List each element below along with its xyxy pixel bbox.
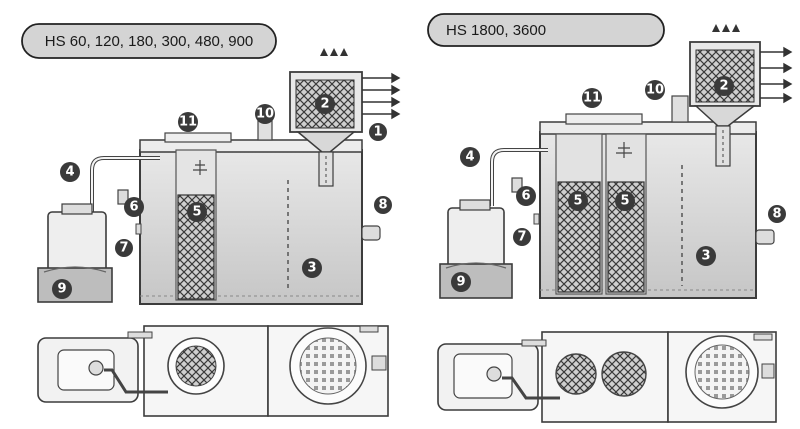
svg-text:10: 10 (256, 107, 274, 122)
svg-text:5: 5 (620, 194, 629, 209)
svg-text:6: 6 (521, 189, 530, 204)
svg-text:11: 11 (179, 115, 197, 130)
lid-right (565, 113, 643, 125)
callout-6-left: 6 (124, 197, 144, 217)
svg-text:4: 4 (65, 165, 74, 180)
valve-left (117, 189, 129, 205)
hopper-right (689, 41, 761, 167)
model-label-left-text: HS 60, 120, 180, 300, 480, 900 (45, 33, 254, 50)
callout-8-right: 8 (768, 205, 786, 223)
svg-text:3: 3 (307, 261, 316, 276)
plan-view-left (37, 325, 389, 417)
outlet-pipe-right (755, 229, 775, 245)
spray-nozzle-left (193, 160, 207, 175)
right-diagram: HS 1800, 3600 (427, 13, 793, 423)
inlet-arrows-left (362, 72, 401, 120)
left-diagram: HS 60, 120, 180, 300, 480, 900 (21, 23, 401, 417)
callout-7-left: 7 (115, 239, 133, 257)
vent-arrows-left (320, 48, 348, 56)
svg-text:8: 8 (378, 198, 387, 213)
model-label-left: HS 60, 120, 180, 300, 480, 900 (21, 23, 277, 59)
tap-right (533, 213, 540, 225)
callout-3-right: 3 (696, 246, 716, 266)
svg-text:7: 7 (119, 241, 128, 256)
callout-3-left: 3 (302, 258, 322, 278)
inlet-arrows-right (760, 46, 793, 104)
svg-text:9: 9 (57, 282, 66, 297)
callout-10-right: 10 (645, 80, 665, 100)
lid-left (164, 132, 232, 143)
callout-5-right-b: 5 (615, 191, 635, 211)
callout-8-left: 8 (374, 196, 392, 214)
svg-text:5: 5 (192, 205, 201, 220)
callout-9-left: 9 (52, 279, 72, 299)
plan-view-right (437, 331, 777, 423)
svg-text:11: 11 (583, 91, 601, 106)
callout-10-left: 10 (255, 104, 275, 124)
callout-1-left: 1 (369, 123, 387, 141)
callout-5-right-a: 5 (568, 191, 588, 211)
hopper-left (289, 71, 363, 187)
filter-media-left (177, 194, 215, 300)
feed-pipe-right-inner (491, 149, 548, 206)
outlet-pipe-left (361, 225, 381, 241)
svg-text:1: 1 (373, 125, 382, 140)
svg-text:4: 4 (465, 150, 474, 165)
callout-5-left: 5 (187, 202, 207, 222)
callout-9-right: 9 (451, 272, 471, 292)
svg-text:2: 2 (320, 97, 329, 112)
svg-text:7: 7 (517, 230, 526, 245)
svg-text:8: 8 (772, 207, 781, 222)
tap-left (135, 223, 142, 235)
callout-11-left: 11 (178, 112, 198, 132)
svg-text:3: 3 (701, 249, 710, 264)
canister-right (439, 199, 513, 299)
feed-pipe-left-inner (91, 157, 160, 212)
model-label-right: HS 1800, 3600 (427, 13, 665, 47)
pump-right (671, 95, 689, 123)
spray-nozzle-right (616, 142, 632, 158)
callout-2-right: 2 (714, 76, 734, 96)
svg-text:5: 5 (573, 194, 582, 209)
callout-2-left: 2 (315, 94, 335, 114)
callout-7-right: 7 (513, 228, 531, 246)
canister-left (37, 203, 113, 303)
svg-text:10: 10 (646, 83, 664, 98)
model-label-right-text: HS 1800, 3600 (446, 22, 546, 39)
callout-11-right: 11 (582, 88, 602, 108)
svg-text:6: 6 (129, 200, 138, 215)
svg-text:9: 9 (456, 275, 465, 290)
callout-4-left: 4 (60, 162, 80, 182)
svg-text:2: 2 (719, 79, 728, 94)
callout-6-right: 6 (516, 186, 536, 206)
callout-4-right: 4 (460, 147, 480, 167)
vent-arrows-right (712, 24, 740, 32)
